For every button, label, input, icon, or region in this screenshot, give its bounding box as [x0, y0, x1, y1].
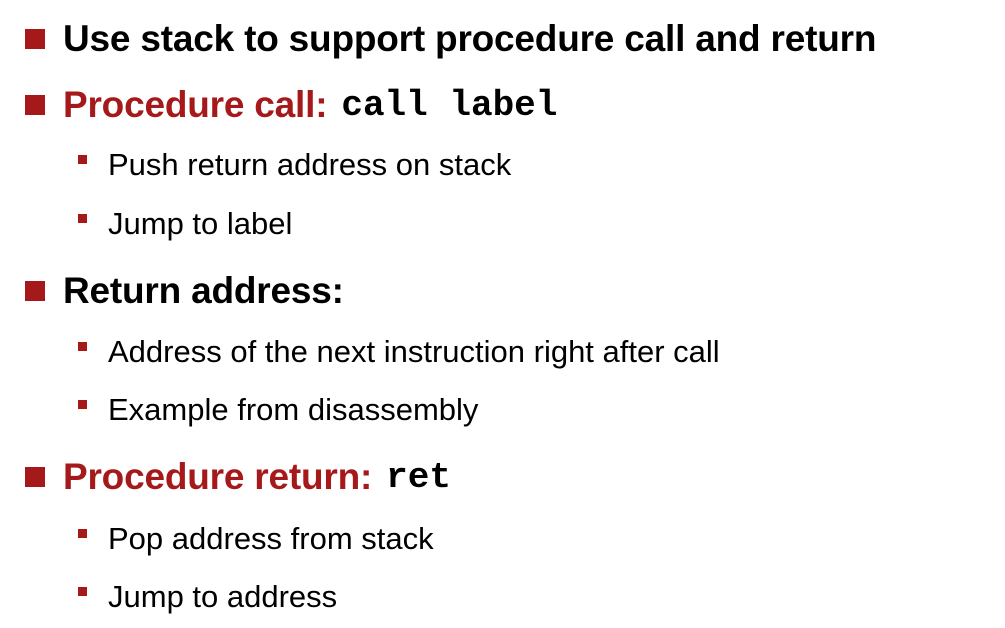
square-bullet-icon [25, 95, 45, 115]
bullet-heading: Use stack to support procedure call and … [63, 18, 877, 59]
subitem: Jump to address [78, 578, 337, 616]
small-square-bullet-icon [78, 213, 87, 223]
square-bullet-icon [25, 29, 45, 49]
bullet-heading: Procedure call: [63, 84, 328, 125]
subitem-text: Jump to address [108, 579, 338, 614]
small-square-bullet-icon [78, 341, 87, 351]
square-bullet-icon [25, 467, 45, 487]
bullet-use-stack: Use stack to support procedure call and … [25, 18, 876, 60]
subitem-text: Jump to label [108, 206, 293, 241]
small-square-bullet-icon [78, 528, 87, 538]
subitem: Address of the next instruction right af… [78, 333, 720, 371]
square-bullet-icon [25, 281, 45, 301]
small-square-bullet-icon [78, 399, 87, 409]
subitem: Pop address from stack [78, 520, 434, 558]
code-snippet: call label [341, 84, 558, 126]
code-snippet: ret [386, 456, 451, 498]
subitem: Jump to label [78, 205, 292, 243]
subitem-text: Address of the next instruction right af… [108, 334, 720, 369]
subitem: Push return address on stack [78, 146, 511, 184]
subitem-text: Example from disassembly [108, 392, 479, 427]
small-square-bullet-icon [78, 154, 87, 164]
bullet-heading: Procedure return: [63, 456, 373, 497]
subitem: Example from disassembly [78, 391, 478, 429]
subitem-text: Pop address from stack [108, 521, 434, 556]
subitem-text: Push return address on stack [108, 147, 512, 182]
small-square-bullet-icon [78, 586, 87, 596]
bullet-procedure-call: Procedure call: call label [25, 84, 557, 126]
bullet-procedure-return: Procedure return: ret [25, 456, 451, 498]
bullet-heading: Return address: [63, 270, 344, 311]
bullet-return-address: Return address: [25, 270, 344, 312]
